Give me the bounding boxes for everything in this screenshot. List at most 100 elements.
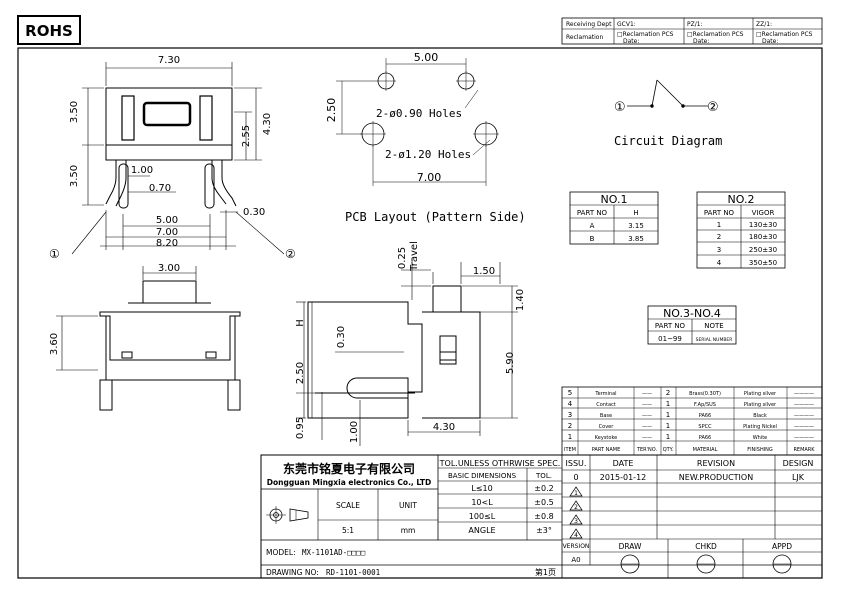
drawing-no-label: DRAWING NO: bbox=[266, 568, 319, 577]
company-name-en: Dongguan Mingxia electronics Co., LTD bbox=[267, 478, 432, 487]
dim-5-00: 5.00 bbox=[156, 215, 178, 226]
no1-table: NO.1 PART NO H A 3.15 B 3.85 bbox=[569, 191, 659, 245]
parts-cell: Plating Nickel bbox=[743, 424, 777, 430]
dim-8-20: 8.20 bbox=[156, 238, 178, 249]
dim-7-30: 7.30 bbox=[158, 55, 180, 66]
dim-h: H bbox=[295, 319, 306, 327]
circuit-pin1: ① bbox=[614, 100, 626, 115]
model-value: MX-1101AD-□□□□ bbox=[302, 548, 366, 557]
circuit-title: Circuit Diagram bbox=[614, 134, 722, 148]
cell-line2: Date: bbox=[762, 38, 778, 45]
rev-cell: LJK bbox=[792, 473, 805, 482]
no2-table: NO.2 PART NO VIGOR 1 130±30 2 180±30 3 2… bbox=[696, 191, 786, 269]
section-view bbox=[296, 258, 518, 446]
dim-3-50: 3.50 bbox=[69, 165, 80, 187]
no34-table: NO.3-NO.4 PART NO NOTE 01~99 SERIAL NUMB… bbox=[647, 305, 737, 345]
holes-1-20-label: 2-ø1.20 Holes bbox=[385, 148, 471, 161]
dim-3-50: 3.50 bbox=[69, 101, 80, 123]
basic-dimensions-label: BASIC DIMENSIONS bbox=[448, 472, 517, 480]
cell-line2: Date: bbox=[623, 38, 639, 45]
no34-cell: SERIAL NUMBER bbox=[696, 337, 733, 343]
tol-row-range: 100≤L bbox=[469, 512, 496, 521]
parts-header: TER'NO. bbox=[636, 447, 658, 453]
dim-2-55: 2.55 bbox=[241, 125, 252, 147]
no2-cell: 3 bbox=[717, 246, 721, 254]
dim-4-30: 4.30 bbox=[433, 422, 455, 433]
triangle-label: 2 bbox=[574, 504, 578, 511]
dim-2-50: 2.50 bbox=[295, 362, 306, 384]
no34-cell: 01~99 bbox=[658, 335, 682, 343]
parts-cell: Plating silver bbox=[744, 402, 777, 408]
tol-row-value: ±0.5 bbox=[534, 498, 553, 507]
unit-value: mm bbox=[401, 526, 416, 535]
parts-cell: 2 bbox=[568, 422, 572, 430]
no1-cell: A bbox=[590, 222, 595, 230]
parts-header: MATERIAL bbox=[693, 447, 718, 453]
no1-cell: 3.15 bbox=[628, 222, 644, 230]
parts-cell: ———— bbox=[794, 435, 814, 441]
no1-cell: 3.85 bbox=[628, 235, 644, 243]
parts-cell: F.Ap/SUS bbox=[694, 402, 716, 408]
tol-row-range: L≤10 bbox=[471, 484, 492, 493]
parts-cell: —— bbox=[642, 435, 652, 441]
parts-header: PART NAME bbox=[592, 447, 621, 453]
no2-cell: 350±50 bbox=[749, 259, 777, 267]
rev-cell: 2015-01-12 bbox=[600, 473, 647, 482]
parts-cell: ———— bbox=[794, 413, 814, 419]
parts-cell: 1 bbox=[666, 411, 670, 419]
drawing-no-value: RD-1101-0001 bbox=[326, 568, 380, 577]
parts-cell: —— bbox=[642, 391, 652, 397]
holes-0-90-label: 2-ø0.90 Holes bbox=[376, 107, 462, 120]
side-view bbox=[56, 266, 241, 411]
tol-row-value: ±0.8 bbox=[534, 512, 553, 521]
dim-0-70: 0.70 bbox=[149, 183, 171, 194]
page-number: 第1页 bbox=[535, 567, 556, 577]
rohs-label: ROHS bbox=[25, 22, 73, 40]
dim-0-25: 0.25 bbox=[397, 247, 408, 269]
receiving-table: Receiving Dept Reclamation GCV1: □Reclam… bbox=[561, 17, 823, 45]
version-label: VERSION bbox=[563, 543, 590, 550]
no1-cell: B bbox=[590, 235, 595, 243]
dim-1-00: 1.00 bbox=[131, 165, 153, 176]
cell-line1: □Reclamation PCS bbox=[687, 31, 744, 38]
parts-cell: 2 bbox=[666, 389, 670, 397]
no34-header: PART NO bbox=[655, 322, 686, 330]
no2-cell: 4 bbox=[717, 259, 722, 267]
sig-header: APPD bbox=[772, 542, 792, 551]
section-view-dims: 0.25 Travel 1.50 1.40 H 0.30 5.90 2.50 0… bbox=[295, 241, 526, 443]
parts-cell: Brass(0.30T) bbox=[689, 391, 721, 397]
parts-cell: 1 bbox=[666, 400, 670, 408]
tol-label: TOL. bbox=[535, 472, 552, 480]
parts-cell: PA66 bbox=[699, 435, 711, 441]
parts-cell: PA66 bbox=[699, 413, 711, 419]
rev-cell: 0 bbox=[573, 473, 578, 482]
rev-header: ISSU. bbox=[566, 459, 587, 468]
top-view bbox=[71, 62, 285, 255]
dim-0-95: 0.95 bbox=[295, 417, 306, 439]
circuit-pin2: ② bbox=[707, 100, 719, 115]
circuit-labels: ① ② Circuit Diagram bbox=[614, 100, 722, 148]
pin2-label: ② bbox=[285, 247, 296, 261]
tolerance-title: TOL.UNLESS OTHRWISE SPEC. bbox=[439, 459, 561, 468]
dim-3-00: 3.00 bbox=[158, 263, 180, 274]
dim-4-30: 4.30 bbox=[262, 113, 273, 135]
no34-title: NO.3-NO.4 bbox=[663, 307, 721, 320]
parts-cell: ———— bbox=[794, 402, 814, 408]
dim-0-30: 0.30 bbox=[336, 326, 347, 348]
reclamation-label: Reclamation bbox=[566, 34, 603, 41]
tol-row-value: ±3° bbox=[536, 526, 552, 535]
parts-cell: —— bbox=[642, 424, 652, 430]
scale-value: 5:1 bbox=[342, 526, 354, 535]
no2-title: NO.2 bbox=[728, 193, 755, 206]
parts-cell: 1 bbox=[666, 433, 670, 441]
dim-1-50: 1.50 bbox=[473, 266, 495, 277]
no2-header: PART NO bbox=[704, 209, 735, 217]
revision-triangle-labels: 1 2 3 4 bbox=[574, 490, 578, 539]
dim-3-60: 3.60 bbox=[49, 333, 60, 355]
dim-1-40: 1.40 bbox=[515, 289, 526, 311]
no1-title: NO.1 bbox=[601, 193, 628, 206]
triangle-label: 1 bbox=[574, 490, 578, 497]
parts-header: ITEM bbox=[564, 447, 576, 453]
pin1-label: ① bbox=[49, 247, 60, 261]
